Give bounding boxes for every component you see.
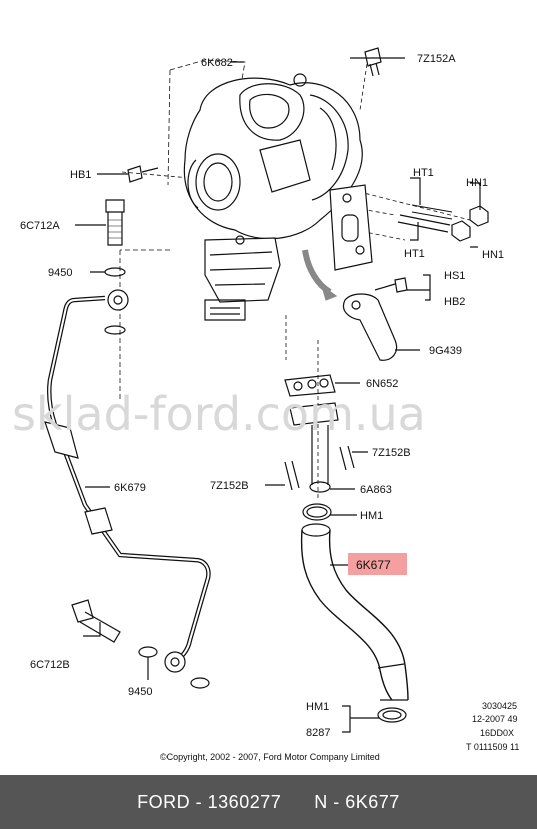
label-6C712A: 6C712A [20,220,60,232]
label-6A863: 6A863 [360,484,392,496]
label-HB1: HB1 [70,169,91,181]
label-6C712B: 6C712B [30,659,70,671]
label-HS1: HS1 [444,270,465,282]
footer-bar: FORD - 1360277 N - 6K677 [0,775,537,829]
ref-code-1: 3030425 [482,701,517,711]
label-7Z152B-left: 7Z152B [210,480,249,492]
label-9450-lower: 9450 [128,686,152,698]
footer-part-number: FORD - 1360277 [137,791,282,812]
highlight-6K677 [348,553,407,575]
footer-spacer [281,792,314,813]
label-HB2: HB2 [444,296,465,308]
label-8287: 8287 [306,727,330,739]
label-HT1-upper: HT1 [413,167,434,179]
label-6K679: 6K679 [114,482,146,494]
label-HM1-upper: HM1 [360,510,383,522]
parts-diagram: 6K682 7Z152A HB1 HT1 HN1 6C712A HT1 HN1 … [12,47,519,762]
ref-code-4: T 0111509 11 [466,742,519,752]
ref-code-2: 12-2007 49 [472,714,518,724]
label-HT1-lower: HT1 [404,248,425,260]
label-6K682: 6K682 [201,57,233,69]
label-6N652: 6N652 [366,378,398,390]
footer-ford-number: N - 6K677 [314,791,400,812]
label-HM1-lower: HM1 [306,701,329,713]
label-7Z152B-right: 7Z152B [372,447,411,459]
label-7Z152A: 7Z152A [417,53,456,65]
ref-code-3: 16DD0X [480,728,514,738]
label-9450-upper: 9450 [48,267,72,279]
watermark: sklad-ford.com.ua [12,387,426,441]
label-9G439: 9G439 [429,345,462,357]
label-6K677: 6K677 [356,558,391,572]
copyright-text: ©Copyright, 2002 - 2007, Ford Motor Comp… [160,752,380,762]
label-HN1-lower: HN1 [482,249,504,261]
label-HN1-upper: HN1 [466,177,488,189]
